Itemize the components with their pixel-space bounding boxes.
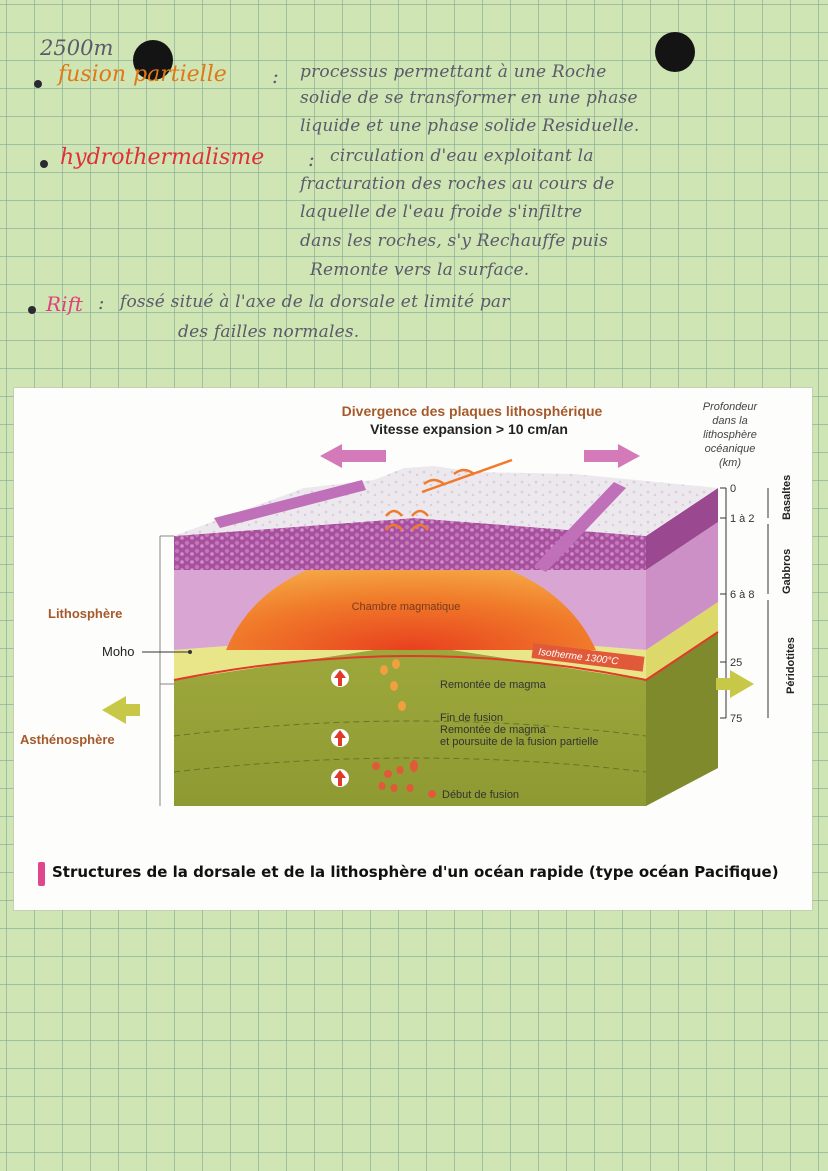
lithosphere-label: Lithosphère <box>48 606 122 621</box>
isotherm-tag <box>531 643 645 672</box>
depth-header-line: (km) <box>719 457 741 469</box>
asthenosphere-label: Asthénosphère <box>20 732 115 747</box>
definition-line: liquide et une phase solide Residuelle. <box>300 116 640 136</box>
asthenosphere-arrow-left <box>102 696 140 724</box>
moho-band-side <box>646 602 718 680</box>
rock-label-basaltes: Basaltes <box>781 475 793 520</box>
figure-subtitle: Vitesse expansion > 10 cm/an <box>370 421 568 437</box>
binder-hole-left <box>133 40 173 80</box>
bullet-dot <box>34 80 42 88</box>
term-separator: : <box>272 64 279 88</box>
depth-tick: 75 <box>730 713 742 725</box>
rift-fault-left <box>214 480 366 528</box>
figure-title: Divergence des plaques lithosphérique <box>342 403 603 419</box>
hydrothermal-circulation <box>385 458 513 531</box>
definition-line: dans les roches, s'y Rechauffe puis <box>300 231 609 251</box>
magma-droplets <box>372 659 436 798</box>
depth-tick: 0 <box>730 483 736 495</box>
term-rift: Rift <box>46 292 83 316</box>
dorsal-diagram: Divergence des plaques lithosphérique Vi… <box>20 401 797 806</box>
definition-line: des failles normales. <box>178 322 360 342</box>
lithosphere-side <box>646 522 718 650</box>
asthenosphere-arrow-right <box>716 670 754 698</box>
asthenosphere-side <box>646 632 718 806</box>
depth-tick: 1 à 2 <box>730 513 754 525</box>
depth-header-line: océanique <box>705 443 756 455</box>
ascent-label: Remontée de magma <box>440 679 547 691</box>
caption-marker <box>38 862 45 886</box>
term-hydrothermalisme: hydrothermalisme <box>60 145 265 170</box>
depth-header-line: dans la <box>712 415 747 427</box>
depth-annotation: 2500m <box>40 36 114 60</box>
oceanic-crust-side <box>646 488 718 570</box>
term-fusion-partielle: fusion partielle <box>58 62 227 87</box>
binder-hole-right <box>655 32 695 72</box>
bullet-dot <box>28 306 36 314</box>
bullet-dot <box>40 160 48 168</box>
fusion-start-dashline <box>173 757 647 773</box>
depth-header-line: Profondeur <box>703 401 759 413</box>
definition-line: processus permettant à une Roche <box>300 62 607 82</box>
moho-label: Moho <box>102 644 135 659</box>
depth-tick: 25 <box>730 657 742 669</box>
definition-line: circulation d'eau exploitant la <box>330 146 594 166</box>
definition-line: fossé situé à l'axe de la dorsale et lim… <box>120 292 510 312</box>
asthenosphere-block <box>174 644 646 806</box>
depth-scale: 0 1 à 2 6 à 8 25 75 <box>720 483 754 725</box>
depth-header-line: lithosphère <box>703 429 757 441</box>
rock-label-gabbros: Gabbros <box>781 549 793 594</box>
definition-line: laquelle de l'eau froide s'infiltre <box>300 202 583 222</box>
fusion-end-dashline <box>173 720 647 737</box>
definition-line: fracturation des roches au cours de <box>300 174 615 194</box>
divergence-arrow-left <box>320 444 386 468</box>
end-fusion-label: Fin de fusion <box>440 712 503 724</box>
isotherm-line <box>173 631 719 682</box>
rift-fault-right <box>534 482 626 572</box>
magma-chamber <box>226 548 596 650</box>
moho-point <box>188 650 192 654</box>
term-separator: : <box>308 147 315 171</box>
definition-line: solide de se transformer en une phase <box>300 88 638 108</box>
figure-card: Divergence des plaques lithosphérique Vi… <box>14 388 812 910</box>
figure-caption: Structures de la dorsale et de la lithos… <box>52 863 779 881</box>
depth-tick: 6 à 8 <box>730 589 754 601</box>
definition-line: Remonte vers la surface. <box>310 260 530 280</box>
term-separator: : <box>98 292 105 314</box>
start-fusion-label: Début de fusion <box>442 789 519 801</box>
chamber-label: Chambre magmatique <box>352 601 461 613</box>
magma-ascent-arrows <box>331 669 349 787</box>
divergence-arrow-right <box>584 444 640 468</box>
rock-label-peridotites: Péridotites <box>785 637 797 694</box>
end-fusion-label: Remontée de magma <box>440 724 547 736</box>
end-fusion-label: et poursuite de la fusion partielle <box>440 736 598 748</box>
oceanic-crust <box>174 518 646 570</box>
